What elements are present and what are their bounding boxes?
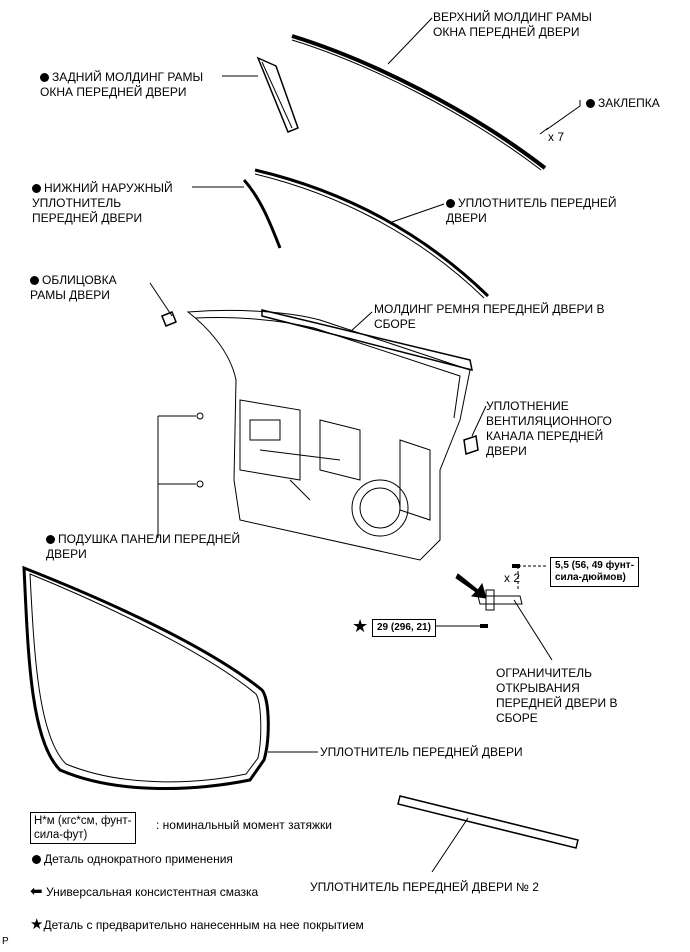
non-reusable-dot-icon: [30, 276, 39, 285]
bolt-qty: x 2: [504, 571, 521, 585]
grease-arrow: [455, 573, 487, 599]
vent-seal-part: [463, 435, 479, 455]
torque-box-1: 5,5 (56, 49 фунт- сила-дюймов): [550, 557, 640, 587]
grease-arrow-icon: ⬅: [30, 883, 43, 900]
non-reusable-dot-icon: [32, 184, 41, 193]
door-panel-part: [186, 309, 471, 561]
label-lower-outer-seal: НИЖНИЙ НАРУЖНЫЙ УПЛОТНИТЕЛЬ ПЕРЕДНЕЙ ДВЕ…: [32, 181, 173, 225]
legend-precoated: ★Деталь с предварительно нанесенным на н…: [30, 916, 364, 933]
label-vent-seal: УПЛОТНЕНИЕ ВЕНТИЛЯЦИОННОГО КАНАЛА ПЕРЕДН…: [486, 399, 612, 458]
legend-grease: ⬅Универсальная консистентная смазка: [30, 883, 259, 900]
non-reusable-dot-icon: [40, 73, 49, 82]
panel-cushion-part-1: [196, 412, 204, 420]
door-check-part: [477, 595, 523, 605]
label-door-weatherstrip: УПЛОТНИТЕЛЬ ПЕРЕДНЕЙ ДВЕРИ: [320, 745, 523, 759]
non-reusable-dot-icon: [46, 535, 55, 544]
rear-molding-part: [256, 56, 299, 133]
rivet-qty: x 7: [548, 130, 565, 144]
precoated-star-icon: ★: [352, 616, 369, 636]
lower-outer-seal-part: [242, 178, 282, 249]
footer-code: P: [2, 936, 9, 947]
frame-garnish-part: [161, 311, 177, 327]
non-reusable-dot-icon: [446, 199, 455, 208]
panel-cushion-part-2: [196, 480, 204, 488]
upper-molding-part: [291, 34, 547, 170]
precoated-star-icon: ★: [30, 916, 44, 933]
label-rivet: ЗАКЛЕПКА: [586, 96, 660, 111]
label-door-weatherstrip-2: УПЛОТНИТЕЛЬ ПЕРЕДНЕЙ ДВЕРИ № 2: [310, 880, 539, 894]
non-reusable-dot-icon: [32, 855, 41, 864]
torque-box-2: 29 (296, 21): [372, 619, 436, 637]
legend-torque-desc: : номинальный момент затяжки: [156, 818, 332, 832]
label-frame-garnish: ОБЛИЦОВКА РАМЫ ДВЕРИ: [30, 273, 117, 302]
label-upper-molding: ВЕРХНИЙ МОЛДИНГ РАМЫ ОКНА ПЕРЕДНЕЙ ДВЕРИ: [433, 10, 592, 39]
label-door-check: ОГРАНИЧИТЕЛЬ ОТКРЫВАНИЯ ПЕРЕДНЕЙ ДВЕРИ В…: [496, 666, 618, 725]
label-belt-molding: МОЛДИНГ РЕМНЯ ПЕРЕДНЕЙ ДВЕРИ В СБОРЕ: [374, 302, 605, 331]
non-reusable-dot-icon: [586, 99, 595, 108]
label-rear-molding: ЗАДНИЙ МОЛДИНГ РАМЫ ОКНА ПЕРЕДНЕЙ ДВЕРИ: [40, 70, 204, 99]
upper-seal-part: [254, 168, 490, 298]
label-panel-cushion: ПОДУШКА ПАНЕЛИ ПЕРЕДНЕЙ ДВЕРИ: [46, 532, 241, 561]
label-front-door-seal-upper: УПЛОТНИТЕЛЬ ПЕРЕДНЕЙ ДВЕРИ: [446, 196, 617, 225]
legend-non-reusable: Деталь однократного применения: [32, 852, 233, 867]
door-weatherstrip-2-part: [397, 795, 579, 849]
legend-torque-unit: Н*м (кгс*см, фунт- сила-фут): [30, 812, 136, 844]
door-weatherstrip-part: [22, 565, 270, 791]
belt-molding-part: [261, 309, 473, 372]
